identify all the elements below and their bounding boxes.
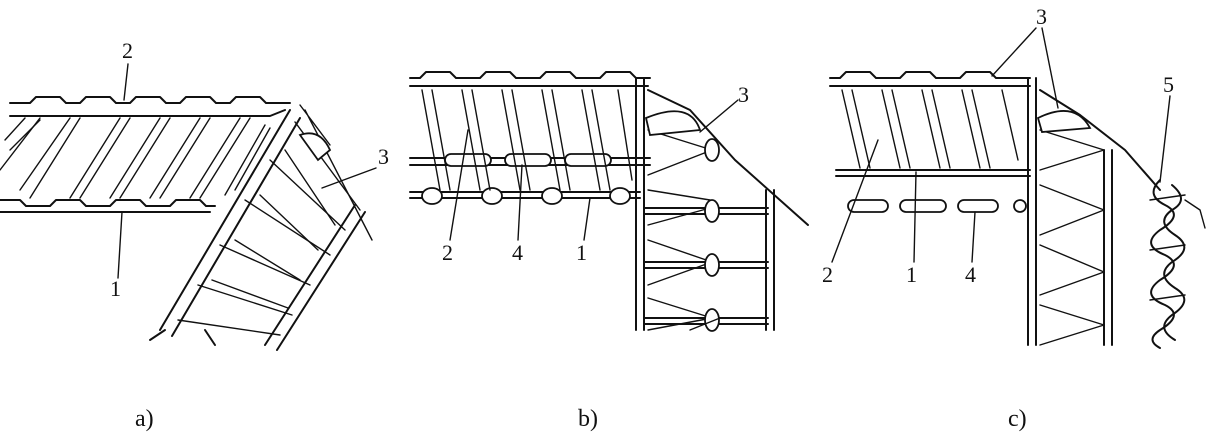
panel-c-right-chain bbox=[1036, 89, 1161, 346]
panel-a-top-rail bbox=[9, 96, 291, 104]
panel-b-label-3: 3 bbox=[738, 82, 749, 107]
panel-c-diagonal-bars bbox=[841, 89, 1019, 169]
panel-b-bottom-beads bbox=[421, 187, 631, 205]
panel-a-label-3: 3 bbox=[378, 144, 389, 169]
panel-a-drawing bbox=[0, 96, 373, 351]
panel-b-top-rail bbox=[409, 71, 651, 79]
panel-c-twisted-chain bbox=[1149, 179, 1206, 349]
panel-a-diagonal-bars bbox=[0, 117, 271, 199]
panel-b-label-1: 1 bbox=[576, 240, 587, 265]
panel-c-drawing bbox=[829, 71, 1206, 349]
panel-a-angled-chain bbox=[149, 104, 373, 351]
panel-c-label-5: 5 bbox=[1163, 72, 1174, 97]
panel-c-label-3: 3 bbox=[1036, 4, 1047, 29]
panel-b-drawing bbox=[409, 71, 809, 332]
panel-c-label-1: 1 bbox=[906, 262, 917, 287]
panel-c-top-rail bbox=[829, 71, 1031, 79]
panel-b-middle-loops bbox=[444, 153, 612, 167]
panel-b-caption: b) bbox=[578, 406, 598, 432]
panel-c-label-4: 4 bbox=[965, 262, 976, 287]
panel-a-caption: a) bbox=[135, 406, 154, 432]
panel-b-diagonal-bars bbox=[421, 89, 633, 191]
panel-b-label-2: 2 bbox=[442, 240, 453, 265]
panel-c-caption: c) bbox=[1008, 406, 1027, 432]
panel-c-detached-loops bbox=[847, 199, 1027, 213]
panel-b-right-chain bbox=[643, 89, 809, 332]
panel-b-label-4: 4 bbox=[512, 240, 523, 265]
panel-a-bottom-rail bbox=[0, 199, 216, 207]
panel-a-label-1: 1 bbox=[110, 276, 121, 301]
panel-c-label-2: 2 bbox=[822, 262, 833, 287]
panel-a-label-2: 2 bbox=[122, 38, 133, 63]
